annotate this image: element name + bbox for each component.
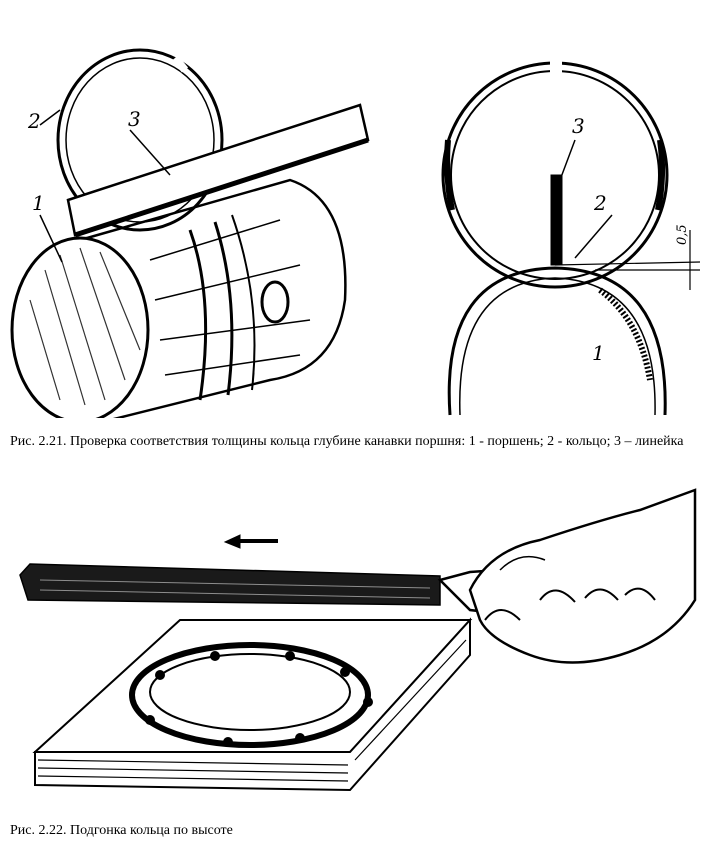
ring-fitting-drawing [19, 488, 697, 792]
file-tool [19, 563, 441, 606]
ring-on-board [129, 642, 371, 748]
ring-left [56, 48, 224, 232]
caption-fig-2-22: Рис. 2.22. Подгонка кольца по высоте [10, 823, 233, 838]
right-label-ring: 2 [593, 191, 607, 215]
piston-section [447, 266, 667, 416]
figure-2-22 [0, 480, 709, 820]
figure-2-21: 2 3 1 3 2 1 0 [0, 0, 709, 424]
board-edge-hatching [37, 639, 467, 782]
left-label-ring: 2 [27, 109, 41, 133]
right-label-gap: 0,5 [675, 224, 690, 245]
board [32, 619, 473, 753]
ruler-right [550, 174, 563, 266]
pin-hole [260, 280, 290, 324]
caption-fig-2-21: Рис. 2.21. Проверка соответствия толщины… [10, 434, 684, 449]
left-illustration [10, 48, 370, 424]
direction-arrow-icon [223, 534, 278, 549]
piston-face [10, 236, 150, 424]
hand [468, 488, 697, 664]
right-illustration [441, 55, 701, 416]
piston-ring-check-drawing: 2 3 1 3 2 1 0 [10, 48, 701, 424]
left-label-piston: 1 [32, 191, 45, 215]
left-label-ruler: 3 [128, 107, 141, 131]
right-label-ruler: 3 [572, 114, 585, 138]
right-label-piston: 1 [592, 341, 605, 365]
